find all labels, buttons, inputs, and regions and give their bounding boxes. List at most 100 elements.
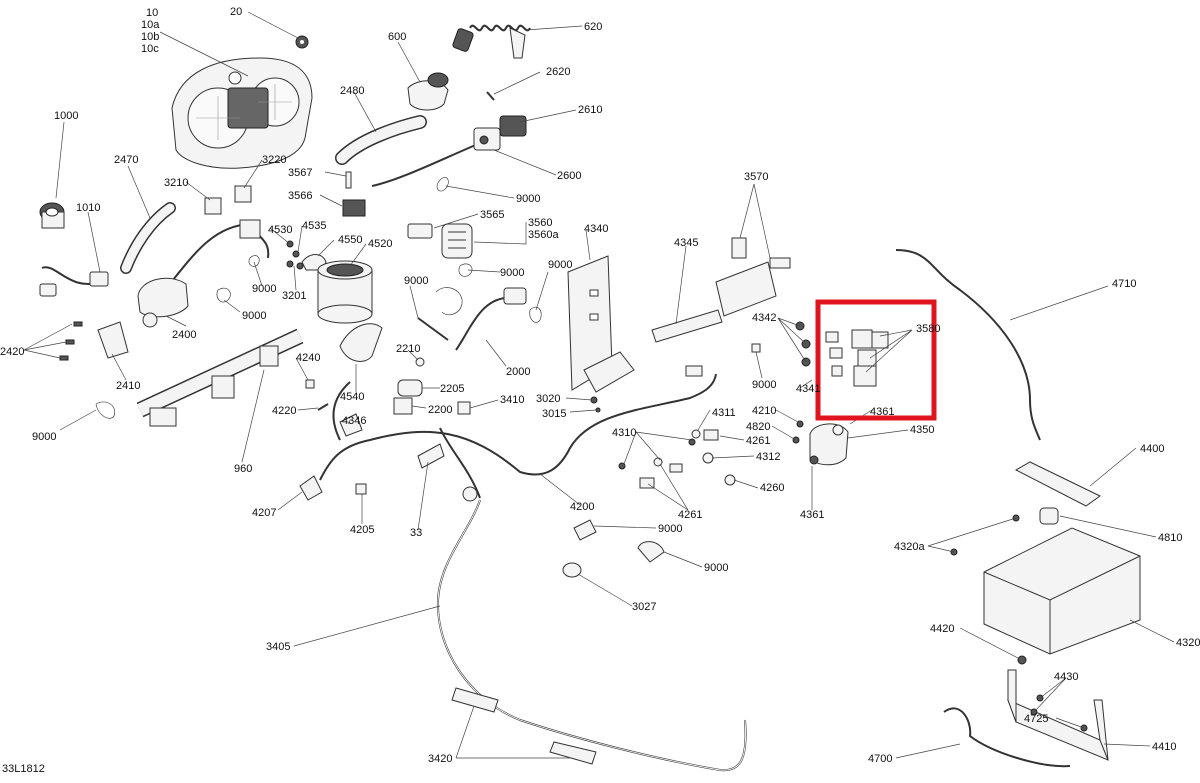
callout-9000-j[interactable]: 9000 bbox=[704, 562, 728, 574]
callout-3560a[interactable]: 3560a bbox=[528, 229, 559, 241]
part-sleeve-3420-b[interactable] bbox=[549, 741, 597, 765]
part-ground-ring[interactable] bbox=[462, 486, 478, 502]
part-ground-33[interactable] bbox=[417, 443, 445, 469]
callout-4520[interactable]: 4520 bbox=[368, 238, 392, 250]
callout-3201[interactable]: 3201 bbox=[282, 290, 306, 302]
part-nut-4210[interactable] bbox=[796, 420, 804, 428]
callout-4320a[interactable]: 4320a bbox=[894, 541, 925, 553]
part-hose-2480[interactable] bbox=[335, 115, 427, 165]
callout-4700[interactable]: 4700 bbox=[868, 753, 892, 765]
callout-2000[interactable]: 2000 bbox=[506, 366, 530, 378]
part-tie-9000-i[interactable] bbox=[573, 519, 597, 541]
part-cable-4710[interactable] bbox=[895, 249, 1041, 441]
callout-4820[interactable]: 4820 bbox=[746, 421, 770, 433]
callout-4210[interactable]: 4210 bbox=[752, 405, 776, 417]
callout-2205[interactable]: 2205 bbox=[440, 383, 464, 395]
callout-3567[interactable]: 3567 bbox=[288, 167, 312, 179]
part-tie-9000-f[interactable] bbox=[435, 287, 463, 316]
callout-4725[interactable]: 4725 bbox=[1024, 713, 1048, 725]
part-switch-2600[interactable] bbox=[371, 115, 527, 187]
part-terminal-cover-4810[interactable] bbox=[1039, 507, 1059, 525]
part-power-outlet[interactable] bbox=[39, 202, 65, 229]
callout-3565[interactable]: 3565 bbox=[480, 209, 504, 221]
part-cap-3027[interactable] bbox=[562, 562, 582, 578]
part-hardware-4530[interactable] bbox=[286, 240, 304, 270]
part-sensor-2000[interactable] bbox=[417, 287, 527, 351]
callout-4311[interactable]: 4311 bbox=[712, 407, 736, 419]
part-connector-3566[interactable] bbox=[342, 199, 366, 217]
part-nut-4420[interactable] bbox=[1017, 655, 1027, 665]
part-harness-3405[interactable] bbox=[436, 499, 747, 772]
callout-4350[interactable]: 4350 bbox=[910, 424, 934, 436]
callout-9000-g[interactable]: 9000 bbox=[752, 379, 776, 391]
callout-2620[interactable]: 2620 bbox=[546, 66, 570, 78]
callout-4261-a[interactable]: 4261 bbox=[746, 435, 770, 447]
part-clip-4205[interactable] bbox=[355, 483, 367, 495]
callout-4535[interactable]: 4535 bbox=[302, 220, 326, 232]
part-sleeve-3420-a[interactable] bbox=[451, 687, 499, 713]
part-sensor-2200[interactable] bbox=[393, 397, 413, 415]
callout-3566[interactable]: 3566 bbox=[288, 190, 312, 202]
callout-20[interactable]: 20 bbox=[230, 6, 242, 18]
callout-4810[interactable]: 4810 bbox=[1158, 532, 1182, 544]
callout-4400[interactable]: 4400 bbox=[1140, 443, 1164, 455]
callout-9000-i[interactable]: 9000 bbox=[658, 523, 682, 535]
callout-4345[interactable]: 4345 bbox=[674, 237, 698, 249]
part-cylinder-4520[interactable] bbox=[317, 260, 373, 324]
part-clip-4207[interactable] bbox=[299, 475, 323, 501]
part-handlebar-switch[interactable] bbox=[137, 219, 270, 328]
callout-4341[interactable]: 4341 bbox=[796, 383, 820, 395]
callout-3560[interactable]: 3560 bbox=[528, 217, 552, 229]
part-main-harness-960[interactable] bbox=[136, 328, 304, 427]
callout-3027[interactable]: 3027 bbox=[632, 601, 656, 613]
part-nuts-4342[interactable] bbox=[795, 321, 811, 367]
part-relays-3580[interactable] bbox=[825, 329, 889, 387]
part-hardware-43xx[interactable] bbox=[618, 429, 736, 489]
callout-2210[interactable]: 2210 bbox=[396, 343, 420, 355]
callout-2200[interactable]: 2200 bbox=[428, 404, 452, 416]
callout-3020[interactable]: 3020 bbox=[536, 393, 560, 405]
part-tie-9000-b[interactable] bbox=[248, 255, 260, 267]
callout-10c[interactable]: 10c bbox=[141, 43, 159, 55]
part-tie-9000-j[interactable] bbox=[637, 541, 665, 563]
callout-4261-b[interactable]: 4261 bbox=[678, 509, 702, 521]
part-pin-2620[interactable] bbox=[486, 91, 495, 101]
callout-3570[interactable]: 3570 bbox=[744, 171, 768, 183]
callout-4240[interactable]: 4240 bbox=[296, 352, 320, 364]
callout-3210[interactable]: 3210 bbox=[164, 177, 188, 189]
callout-4346[interactable]: 4346 bbox=[342, 415, 366, 427]
callout-1000[interactable]: 1000 bbox=[54, 110, 78, 122]
callout-2410[interactable]: 2410 bbox=[116, 380, 140, 392]
part-relay-3220[interactable] bbox=[234, 185, 252, 203]
callout-3405[interactable]: 3405 bbox=[266, 641, 290, 653]
part-ignition-switch[interactable] bbox=[407, 28, 474, 111]
callout-4530[interactable]: 4530 bbox=[268, 224, 292, 236]
callout-2480[interactable]: 2480 bbox=[340, 85, 364, 97]
part-module-3570[interactable] bbox=[715, 237, 791, 317]
part-fuse-3567[interactable] bbox=[345, 171, 352, 189]
part-relay-3210[interactable] bbox=[204, 197, 222, 215]
callout-620[interactable]: 620 bbox=[584, 21, 602, 33]
callout-2400[interactable]: 2400 bbox=[172, 329, 196, 341]
part-pins-2420[interactable] bbox=[59, 321, 83, 361]
part-lever-2410[interactable] bbox=[97, 321, 129, 359]
callout-4312[interactable]: 4312 bbox=[756, 451, 780, 463]
part-tether-cord[interactable] bbox=[469, 24, 531, 59]
callout-3410[interactable]: 3410 bbox=[500, 394, 524, 406]
callout-3015[interactable]: 3015 bbox=[542, 408, 566, 420]
part-plate-4345[interactable] bbox=[651, 309, 723, 343]
callout-3420[interactable]: 3420 bbox=[428, 753, 452, 765]
callout-4320[interactable]: 4320 bbox=[1176, 637, 1200, 649]
callout-9000-h[interactable]: 9000 bbox=[32, 431, 56, 443]
callout-9000-f[interactable]: 9000 bbox=[242, 310, 266, 322]
callout-9000-d[interactable]: 9000 bbox=[404, 275, 428, 287]
part-clip-3410[interactable] bbox=[457, 401, 471, 415]
part-gauge-cluster[interactable] bbox=[171, 57, 313, 169]
callout-3580[interactable]: 3580 bbox=[916, 323, 940, 335]
callout-3220[interactable]: 3220 bbox=[262, 154, 286, 166]
callout-2420[interactable]: 2420 bbox=[0, 346, 24, 358]
part-plate-2205[interactable] bbox=[397, 379, 423, 397]
callout-4710[interactable]: 4710 bbox=[1112, 278, 1136, 290]
callout-2610[interactable]: 2610 bbox=[578, 104, 602, 116]
part-bracket-4340[interactable] bbox=[567, 255, 635, 393]
